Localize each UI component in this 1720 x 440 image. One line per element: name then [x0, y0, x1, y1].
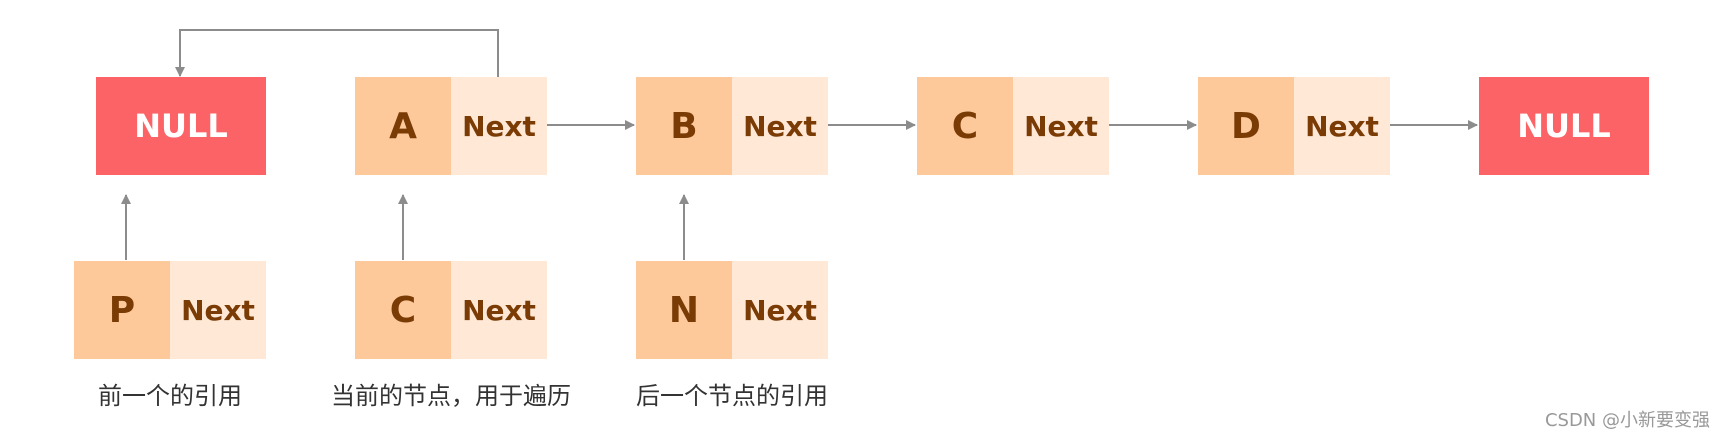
null-node-right: NULL [1479, 77, 1649, 175]
node-value: N [636, 261, 732, 359]
pointer-node-prev: P Next [74, 261, 266, 359]
pointer-node-next: N Next [636, 261, 828, 359]
list-node-d: D Next [1198, 77, 1390, 175]
list-node-b: B Next [636, 77, 828, 175]
node-value: B [636, 77, 732, 175]
caption-next: 后一个节点的引用 [636, 382, 828, 410]
node-next: Next [451, 261, 547, 359]
pointer-node-current: C Next [355, 261, 547, 359]
node-value: P [74, 261, 170, 359]
null-node-left: NULL [96, 77, 266, 175]
node-next: Next [1294, 77, 1390, 175]
list-node-a: A Next [355, 77, 547, 175]
node-next: Next [732, 77, 828, 175]
node-next: Next [732, 261, 828, 359]
node-next: Next [170, 261, 266, 359]
caption-current: 当前的节点，用于遍历 [331, 382, 571, 410]
node-next: Next [451, 77, 547, 175]
list-node-c: C Next [917, 77, 1109, 175]
arrow-a-to-null [175, 29, 499, 77]
node-value: C [917, 77, 1013, 175]
node-value: D [1198, 77, 1294, 175]
node-next: Next [1013, 77, 1109, 175]
node-value: C [355, 261, 451, 359]
node-value: A [355, 77, 451, 175]
watermark: CSDN @小新要变强 [1544, 410, 1710, 431]
caption-prev: 前一个的引用 [98, 382, 242, 410]
